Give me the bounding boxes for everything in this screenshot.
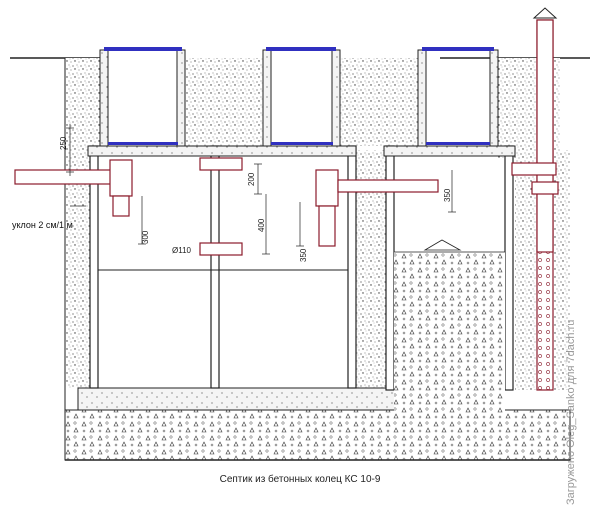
vent-lower-tee [531, 181, 559, 195]
soil-top-c [340, 58, 418, 146]
dim-300: 300 [141, 230, 150, 244]
dimension-lines [66, 124, 456, 255]
base-slab [77, 387, 401, 411]
outlet-drop-pipe [318, 205, 336, 247]
diagram-caption: Септик из бетонных колец КС 10-9 [219, 474, 381, 485]
hatch-lid-3 [422, 47, 494, 51]
overflow-pipe-upper [199, 157, 243, 171]
neck-ring-1-left [99, 49, 109, 147]
cover-slab-2 [383, 145, 516, 157]
dim-350-filter: 350 [443, 188, 452, 202]
inlet-tee [109, 159, 133, 197]
hatch-lid-1-bottom [108, 142, 178, 145]
watermark: Загружено Oleg_Sanko для 7dach.ru [565, 320, 577, 505]
soil-top-b [185, 58, 263, 146]
hatch-lid-3-bottom [426, 142, 490, 145]
dim-200: 200 [247, 172, 256, 186]
neck-ring-3-right [489, 49, 499, 147]
inlet-pipe [14, 169, 113, 185]
dim-400: 400 [257, 218, 266, 232]
cover-slab-1 [87, 145, 357, 157]
watermark-text: Загружено Oleg_Sanko для 7dach.ru [565, 320, 577, 505]
gravel-heap [423, 239, 462, 251]
filter-right-wall [504, 145, 514, 391]
dim-diameter-110: Ø110 [172, 246, 192, 255]
hatch-lid-1 [104, 47, 182, 51]
overflow-pipe-lower [199, 242, 243, 256]
outlet-tee [315, 169, 339, 207]
chamber-partition-wall [210, 145, 220, 389]
filter-gravel [394, 252, 505, 412]
vent-tee [511, 162, 557, 176]
dim-350-chamber: 350 [299, 248, 308, 262]
dim-250: 250 [59, 136, 68, 150]
soil-left [65, 58, 90, 388]
hatch-lid-2-bottom [271, 142, 333, 145]
gravel-bed [64, 409, 571, 461]
neck-ring-1-right [176, 49, 186, 147]
neck-ring-3-left [417, 49, 427, 147]
hatch-lid-2 [266, 47, 336, 51]
slope-label: уклон 2 см/1 м [12, 220, 73, 230]
vent-pipe-upper [536, 19, 554, 253]
inlet-drop-pipe [112, 195, 130, 217]
neck-ring-2-right [331, 49, 341, 147]
neck-ring-2-left [262, 49, 272, 147]
vent-cap-icon [532, 7, 558, 19]
outlet-pipe [337, 179, 439, 193]
